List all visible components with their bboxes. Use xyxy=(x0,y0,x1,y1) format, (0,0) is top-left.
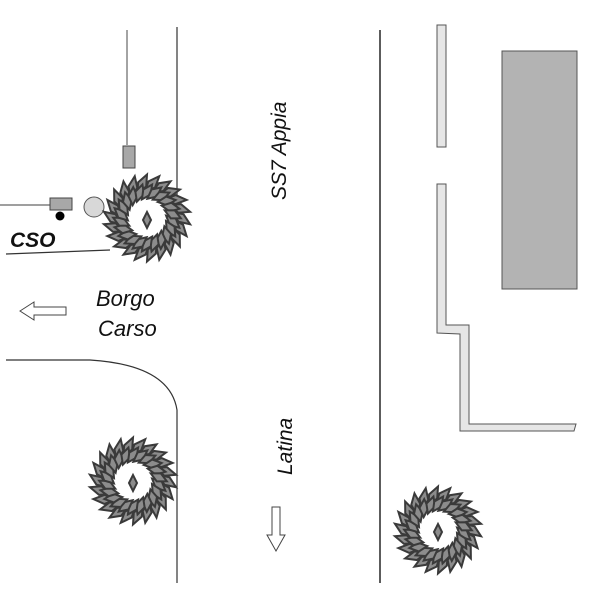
utility-box-cso xyxy=(49,197,73,211)
trees xyxy=(87,172,484,576)
wall-north xyxy=(436,24,447,148)
arrow-south-icon xyxy=(266,506,286,553)
tree-north-icon xyxy=(101,172,193,264)
leaf xyxy=(162,209,183,220)
tree-east-icon xyxy=(392,484,484,576)
wall-south xyxy=(436,183,577,432)
direction-label-carso: Carso xyxy=(98,316,157,341)
direction-label-borgo: Borgo xyxy=(96,286,155,311)
arrow-west-icon xyxy=(19,301,67,321)
cso-point-marker xyxy=(55,211,65,221)
leaf xyxy=(432,521,444,543)
leaf xyxy=(453,521,474,532)
utility-box-north xyxy=(122,145,136,169)
side-road-edge-bottom xyxy=(6,359,178,583)
leaf xyxy=(127,472,139,494)
cso-label: CSO xyxy=(10,229,56,252)
leaf xyxy=(141,209,153,231)
tree-southwest-icon xyxy=(87,435,179,527)
leaf xyxy=(148,472,169,483)
building xyxy=(501,50,578,290)
side-road-edge-cso xyxy=(5,249,111,255)
road-label-ss7-appia: SS7 Appia xyxy=(268,102,291,200)
manhole-circle xyxy=(83,196,105,218)
direction-label-latina: Latina xyxy=(274,418,297,475)
